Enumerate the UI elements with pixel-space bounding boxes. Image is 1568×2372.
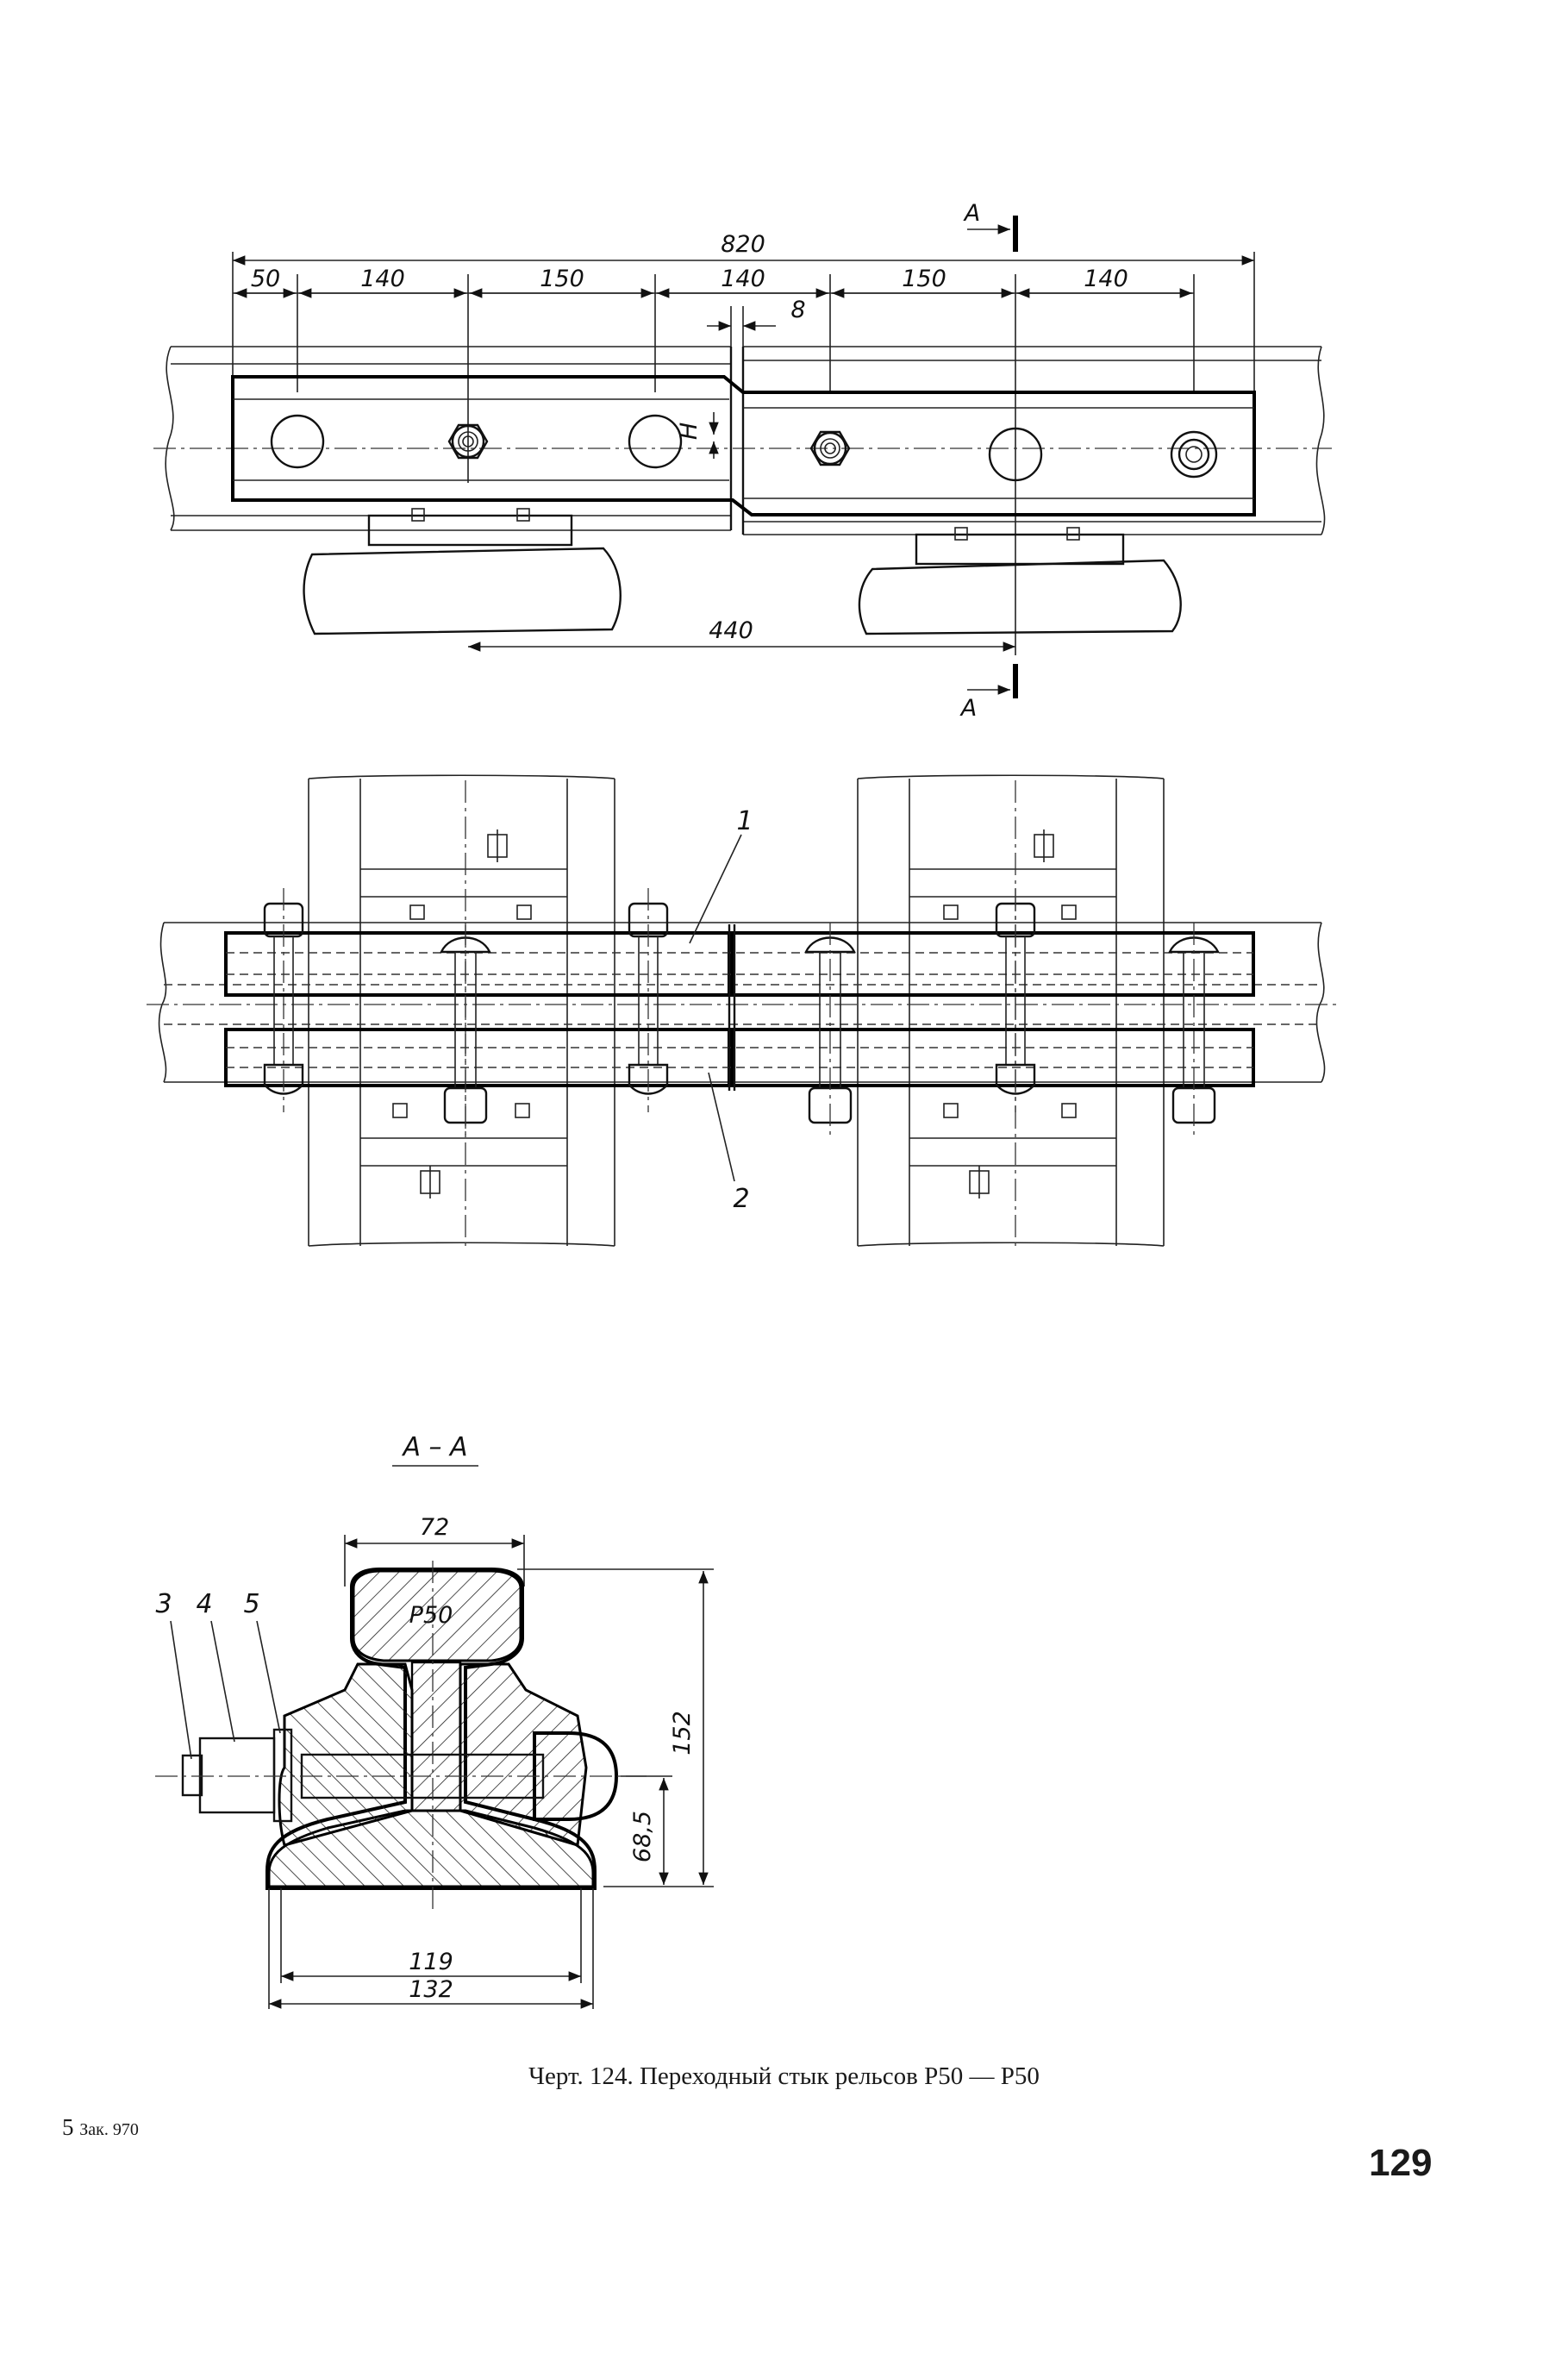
dim-440: 440: [709, 617, 753, 644]
section-letter-top: A: [963, 200, 980, 227]
dim-140-c: 140: [1084, 266, 1128, 292]
callout-3-leader: [170, 1620, 192, 1760]
dim-140-a: 140: [360, 266, 405, 292]
base-plate-right: [915, 533, 1125, 566]
dim-68-5: 68,5: [629, 1811, 656, 1862]
bolt-hole-2: [628, 414, 683, 469]
dim-119: 119: [409, 1949, 453, 1975]
plan-bolt-3: [628, 888, 669, 1112]
callout-1-leader: [689, 834, 742, 944]
sleeper-left: [303, 547, 622, 635]
side-elevation-view: 820 50 140 150 140 150 140 8 A: [153, 200, 1332, 722]
bolt-end-3: [181, 1754, 203, 1797]
section-bolt: [155, 1728, 647, 1823]
order-number: 5 Зак. 970: [62, 2114, 139, 2141]
callout-2: 2: [733, 1184, 749, 1214]
dim-820: 820: [721, 231, 765, 258]
rail-type-label: Р50: [409, 1602, 453, 1629]
nut-4: [198, 1737, 276, 1814]
dim-150-b: 150: [902, 266, 946, 292]
dim-h: H: [676, 422, 703, 440]
joint-bar-2: [224, 1028, 1255, 1087]
plan-bolts: [263, 888, 1220, 1138]
base-plate-left: [367, 514, 573, 547]
plan-sleeper-left: [308, 774, 615, 1247]
page-number: 129: [1369, 2142, 1433, 2184]
section-letter-bottom: A: [959, 695, 977, 722]
plan-bolt-5: [995, 888, 1036, 1112]
rail-head: [352, 1569, 522, 1662]
plan-bolt-4: [804, 923, 856, 1138]
dim-50: 50: [251, 266, 280, 292]
bolt-hole-1: [270, 414, 325, 469]
bolt-nut-3: [1170, 430, 1218, 479]
dim-150-a: 150: [540, 266, 584, 292]
plan-bolt-2: [440, 923, 491, 1138]
bolt-nut-1: [447, 423, 489, 460]
callout-1: 1: [736, 806, 753, 836]
callout-2-leader: [708, 1072, 735, 1182]
bolt-holes: [270, 414, 1218, 482]
callout-4-leader: [210, 1620, 235, 1743]
section-title: А – А: [401, 1432, 467, 1462]
spike-squares: [392, 829, 1077, 1199]
callout-3: 3: [155, 1589, 172, 1619]
transition-joint-bar: [231, 375, 1256, 516]
order-prefix: 5: [62, 2114, 74, 2140]
dim-132: 132: [409, 1976, 453, 2003]
figure-caption: Черт. 124. Переходный стык рельсов Р50 —…: [528, 2062, 1040, 2090]
plan-sleeper-right: [857, 774, 1165, 1247]
plan-bolt-1: [263, 888, 304, 1112]
joint-bar-1: [224, 931, 1255, 997]
order-text: Зак. 970: [79, 2120, 139, 2139]
bolt-nut-2: [809, 430, 851, 466]
rail-web: [410, 1661, 462, 1812]
plan-view: 1 2: [147, 774, 1336, 1247]
bolt-hole-3: [988, 427, 1043, 482]
callout-4: 4: [196, 1589, 212, 1619]
dim-8: 8: [790, 297, 805, 323]
plan-rail: [158, 922, 1326, 1083]
dim-152: 152: [669, 1711, 696, 1756]
callout-5: 5: [243, 1589, 259, 1619]
callout-5-leader: [256, 1620, 281, 1734]
dim-140-b: 140: [721, 266, 765, 292]
sleeper-right: [858, 559, 1182, 635]
section-a-a: А – А 72 Р50 3 4: [155, 1432, 714, 2009]
plan-bolt-6: [1168, 923, 1220, 1138]
dim-72: 72: [420, 1514, 449, 1541]
left-rail: [165, 346, 731, 531]
